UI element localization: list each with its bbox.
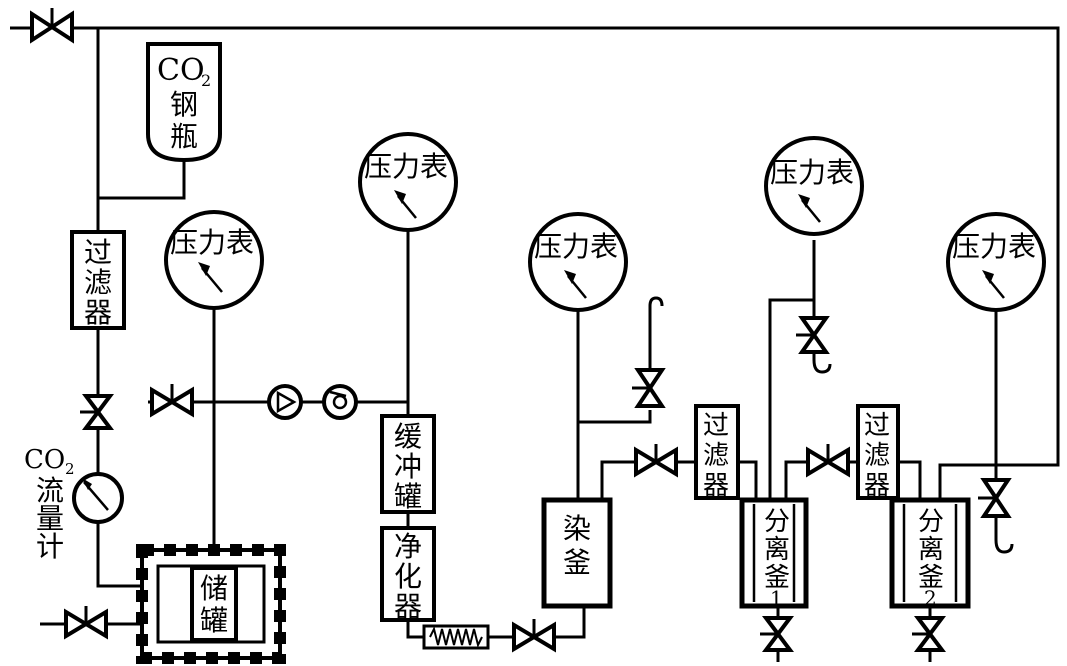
valve-sep2-vent[interactable] [978, 478, 1012, 518]
co2-cylinder-label-sub: 2 [201, 71, 211, 90]
purifier-coil-pipe [406, 606, 586, 639]
pump-1[interactable] [267, 384, 303, 420]
sep1-label-4: 1 [770, 586, 783, 610]
gauge-5-label: 压力表 [952, 230, 1036, 263]
filter-right-label-2: 滤 [864, 441, 890, 471]
valve-vessel-inlet[interactable] [512, 619, 556, 653]
buffer-label-3: 罐 [394, 480, 422, 513]
storage-tank: 储 罐 [136, 544, 286, 664]
dye-vessel-label-2: 釜 [563, 546, 591, 579]
buffer-tank: 缓 冲 罐 [380, 414, 436, 514]
sep1-label-2: 离 [764, 535, 790, 565]
purifier-label-3: 器 [394, 590, 422, 623]
sep2-label-3: 釜 [918, 563, 944, 593]
gauge-1-label: 压力表 [170, 226, 254, 259]
valve-storage-drain[interactable] [64, 606, 108, 640]
filter-mid-label-2: 滤 [703, 441, 729, 471]
pump-2[interactable] [322, 384, 358, 420]
co2-cylinder-label-2: 钢 [170, 88, 198, 121]
filter-right: 过 滤 器 [856, 404, 900, 501]
gauge5-stem [994, 310, 1014, 554]
pressure-gauge-4: 压力表 [764, 136, 864, 236]
top-return-pipe [10, 26, 1060, 500]
gauge-4-label: 压力表 [770, 156, 854, 189]
vent-hook [648, 296, 664, 374]
purifier-label-1: 净 [394, 530, 422, 563]
valve-pump-inlet[interactable] [150, 384, 194, 418]
storage-label-1: 储 [200, 572, 228, 605]
filter-to-sep1-pipe [738, 460, 758, 500]
pressure-gauge-2: 压力表 [358, 132, 458, 232]
valve-sep2-drain[interactable] [912, 616, 946, 652]
filter-right-label-3: 器 [864, 471, 890, 501]
co2-cylinder-label-3: 瓶 [170, 120, 198, 153]
filter-left-label-1: 过 [84, 236, 112, 269]
purifier-label-2: 化 [394, 560, 422, 593]
valves [30, 8, 1012, 653]
vessel-to-filter-pipe [600, 460, 696, 500]
flowmeter-label-2: 流 [36, 474, 64, 507]
storage-label-2: 罐 [200, 604, 228, 637]
co2-cylinder-label-co: CO [157, 53, 205, 88]
filter-left: 过 滤 器 [70, 230, 126, 330]
separator-1: 分 离 釜 1 [739, 497, 809, 610]
flowmeter-to-storage-pipe [96, 520, 150, 588]
valve-flowmeter[interactable] [80, 394, 114, 430]
filter-to-sep2-pipe [898, 460, 922, 500]
flowmeter-label-3: 量 [36, 502, 64, 535]
pressure-gauge-1: 压力表 [164, 210, 264, 310]
sep2-label-4: 2 [924, 586, 937, 610]
filter-mid-label-3: 器 [703, 471, 729, 501]
buffer-label-2: 冲 [394, 450, 422, 483]
vent-branch [578, 410, 652, 424]
flowmeter-label-sub: 2 [65, 460, 75, 478]
valve-sep1-vent[interactable] [796, 316, 830, 354]
sep1-label-1: 分 [764, 507, 790, 537]
sep1-label-3: 釜 [764, 563, 790, 593]
co2-cylinder: CO 2 钢 瓶 [146, 42, 222, 163]
filter-right-label-1: 过 [864, 411, 890, 441]
sep2-label-1: 分 [918, 507, 944, 537]
filter-mid: 过 滤 器 [694, 404, 740, 501]
sep1-top-pipe [768, 298, 814, 500]
filter-left-label-2: 滤 [84, 266, 112, 299]
separator-2: 分 离 釜 2 [889, 497, 971, 610]
gauge-2-label: 压力表 [364, 150, 448, 183]
gauge-3-label: 压力表 [534, 230, 618, 263]
cylinder-pipe [98, 160, 186, 200]
valve-vent[interactable] [632, 368, 666, 408]
flowmeter-label-4: 计 [36, 530, 64, 563]
gauge4-stem [812, 240, 832, 374]
pipes [10, 26, 1060, 662]
pressure-gauge-5: 压力表 [946, 212, 1046, 312]
pressure-gauge-3: 压力表 [528, 212, 628, 312]
purifier: 净 化 器 [380, 526, 436, 623]
filter-mid-label-1: 过 [703, 411, 729, 441]
valve-sep1-outlet[interactable] [806, 444, 850, 478]
valve-vessel-outlet[interactable] [634, 444, 678, 478]
filter-left-label-3: 器 [84, 296, 112, 329]
dye-vessel-label-1: 染 [563, 512, 591, 545]
dye-vessel: 染 釜 [541, 497, 613, 609]
buffer-label-1: 缓 [394, 420, 422, 453]
sep2-label-2: 离 [918, 535, 944, 565]
valve-sep1-drain[interactable] [760, 616, 794, 652]
valve-inlet[interactable] [30, 8, 74, 44]
heater-coil [422, 624, 490, 650]
flowmeter-label-co: CO [24, 445, 65, 475]
co2-flowmeter: CO 2 流 量 计 [24, 445, 124, 563]
